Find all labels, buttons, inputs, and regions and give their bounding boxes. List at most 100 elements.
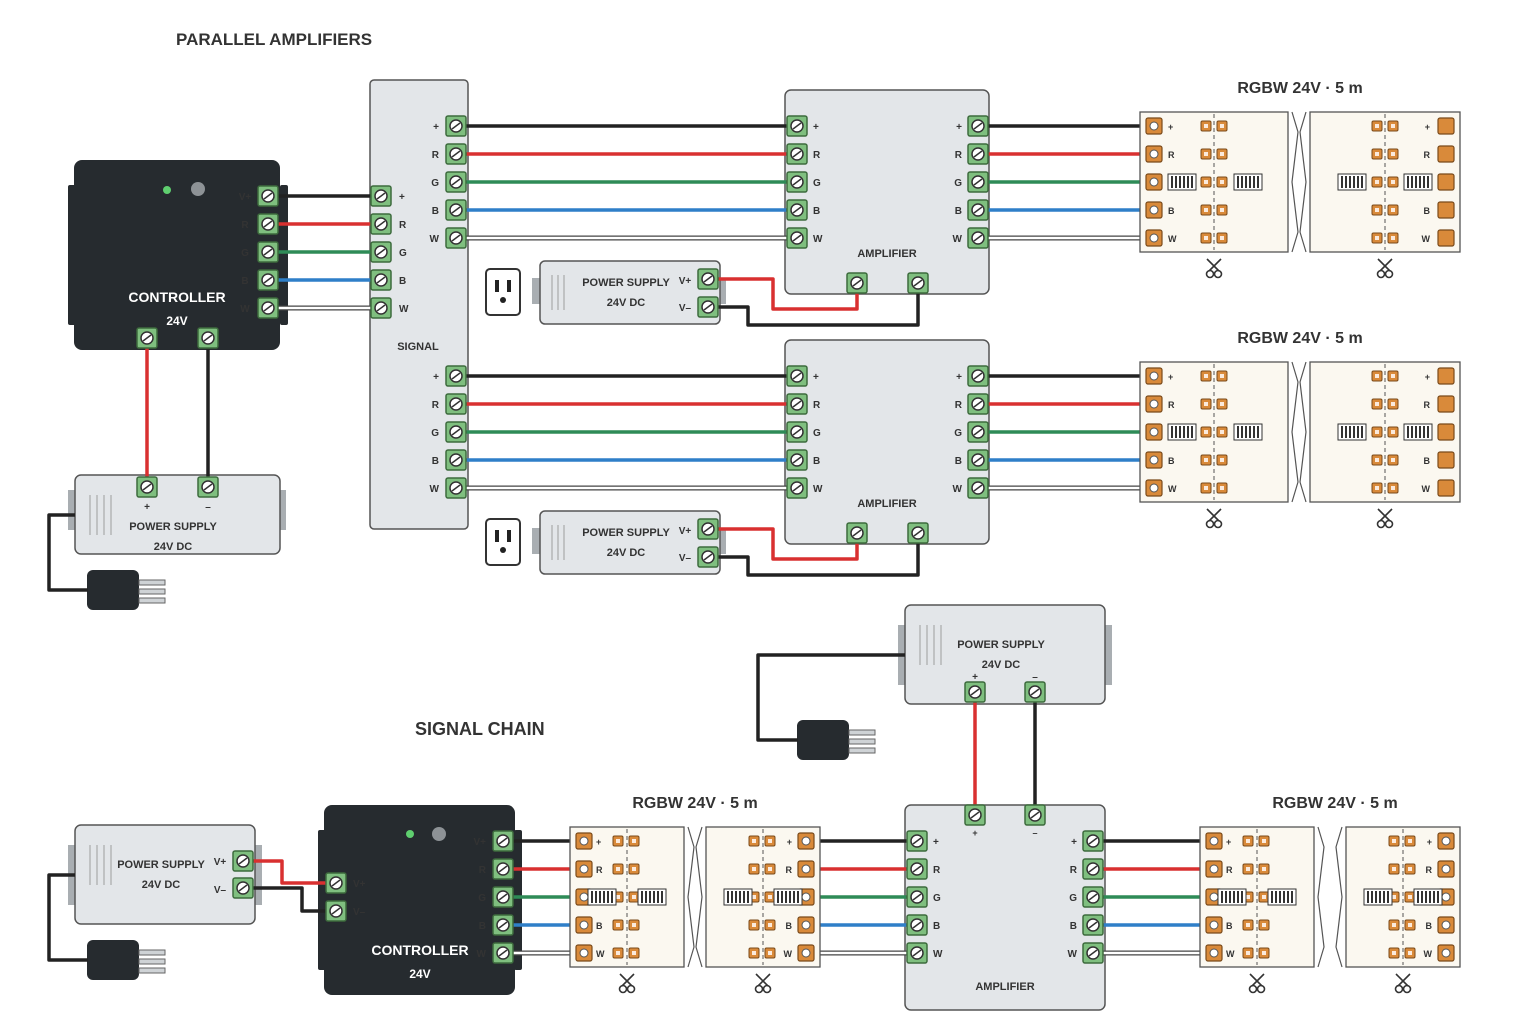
channel-label: B xyxy=(432,456,439,467)
strip-break xyxy=(1335,826,1343,968)
solder-pad xyxy=(1437,145,1455,163)
channel-label: B xyxy=(479,921,486,932)
svg-text:POWER SUPPLY: POWER SUPPLY xyxy=(117,859,205,871)
channel-label: G xyxy=(933,893,941,904)
controller-power-terminal xyxy=(136,327,158,349)
channel-label: W xyxy=(1226,949,1235,959)
resistor-icon xyxy=(723,888,753,906)
solder-pad xyxy=(1145,201,1163,219)
channel-label: V+ xyxy=(239,192,252,203)
svg-text:–: – xyxy=(205,502,211,513)
section-title-chain: SIGNAL CHAIN xyxy=(415,719,545,739)
solder-pad xyxy=(1205,832,1223,850)
channel-label: + xyxy=(596,837,601,847)
psu-terminal xyxy=(1024,681,1046,703)
channel-label: R xyxy=(813,150,821,161)
mini-pad xyxy=(1388,835,1400,847)
channel-label: V+ xyxy=(353,879,366,890)
channel-label: + xyxy=(972,828,977,838)
controller-name: CONTROLLER xyxy=(128,289,225,305)
mini-pad xyxy=(764,947,776,959)
resistor-icon xyxy=(637,888,667,906)
resistor-icon xyxy=(1413,888,1443,906)
solder-pad xyxy=(1437,451,1455,469)
channel-label: B xyxy=(399,276,406,287)
mini-pad xyxy=(1387,454,1399,466)
channel-label: R xyxy=(399,220,407,231)
mini-pad xyxy=(1216,426,1228,438)
channel-label: B xyxy=(432,206,439,217)
channel-label: + xyxy=(433,372,439,383)
channel-label: W xyxy=(933,949,943,960)
signal-out-terminal xyxy=(445,365,467,387)
amp-in-terminal xyxy=(786,143,808,165)
svg-text:CONTROLLER: CONTROLLER xyxy=(371,942,468,958)
mini-pad xyxy=(1371,454,1383,466)
mini-pad xyxy=(628,947,640,959)
channel-label: R xyxy=(813,400,821,411)
controller-terminal xyxy=(492,858,514,880)
channel-label: R xyxy=(596,865,603,875)
amp-out-terminal xyxy=(967,421,989,443)
channel-label: V+ xyxy=(473,837,486,848)
wires-layer xyxy=(47,124,1213,962)
solder-pad xyxy=(575,944,593,962)
mains-cord xyxy=(47,873,88,962)
channel-label: W xyxy=(1168,234,1177,244)
mini-pad xyxy=(1371,398,1383,410)
channel-label: R xyxy=(432,150,440,161)
channel-label: B xyxy=(1168,456,1175,466)
mini-pad xyxy=(1387,232,1399,244)
mini-pad xyxy=(1387,176,1399,188)
mini-pad xyxy=(1371,426,1383,438)
amp-in-terminal xyxy=(906,830,928,852)
mini-pad xyxy=(1371,120,1383,132)
mains-cord xyxy=(47,513,88,592)
amp-power-terminal xyxy=(907,272,929,294)
amp-power-terminal xyxy=(964,804,986,826)
resistor-icon xyxy=(1337,423,1367,441)
amp-out-terminal xyxy=(1082,858,1104,880)
psu-terminal xyxy=(697,518,719,540)
scissors-icon xyxy=(1394,973,1412,994)
channel-label: + xyxy=(813,372,819,383)
channel-label: + xyxy=(1071,837,1077,848)
mini-pad xyxy=(1371,148,1383,160)
controller-terminal xyxy=(257,185,279,207)
signal-out-terminal xyxy=(445,393,467,415)
channel-label: W xyxy=(953,484,963,495)
amp-in-terminal xyxy=(786,477,808,499)
wire-power-plus xyxy=(243,859,336,885)
channel-label: R xyxy=(1424,400,1431,410)
amp-in-terminal xyxy=(786,199,808,221)
resistor-icon xyxy=(1167,173,1197,191)
mini-pad xyxy=(748,863,760,875)
resistor-icon xyxy=(1337,173,1367,191)
svg-text:24V DC: 24V DC xyxy=(607,297,646,309)
resistor-icon xyxy=(1267,888,1297,906)
solder-pad xyxy=(1145,117,1163,135)
channel-label: + xyxy=(956,372,962,383)
solder-pad xyxy=(1145,479,1163,497)
resistor-icon xyxy=(1217,888,1247,906)
channel-label: – xyxy=(1032,828,1037,838)
scissors-icon xyxy=(1376,258,1394,279)
channel-label: + xyxy=(1168,122,1173,132)
signal-distribution-bar: SIGNAL xyxy=(369,79,469,530)
channel-label: W xyxy=(240,304,250,315)
wire-power-plus xyxy=(708,277,859,311)
solder-pad xyxy=(1437,201,1455,219)
signal-in-terminal xyxy=(370,185,392,207)
mini-pad xyxy=(764,835,776,847)
strip-break xyxy=(695,826,703,968)
channel-label: R xyxy=(1168,150,1175,160)
mini-pad xyxy=(1242,947,1254,959)
resistor-icon xyxy=(1233,173,1263,191)
solder-pad xyxy=(797,860,815,878)
mini-pad xyxy=(1388,919,1400,931)
signal-out-terminal xyxy=(445,143,467,165)
mini-pad xyxy=(612,863,624,875)
mini-pad xyxy=(1387,482,1399,494)
mini-pad xyxy=(1200,148,1212,160)
